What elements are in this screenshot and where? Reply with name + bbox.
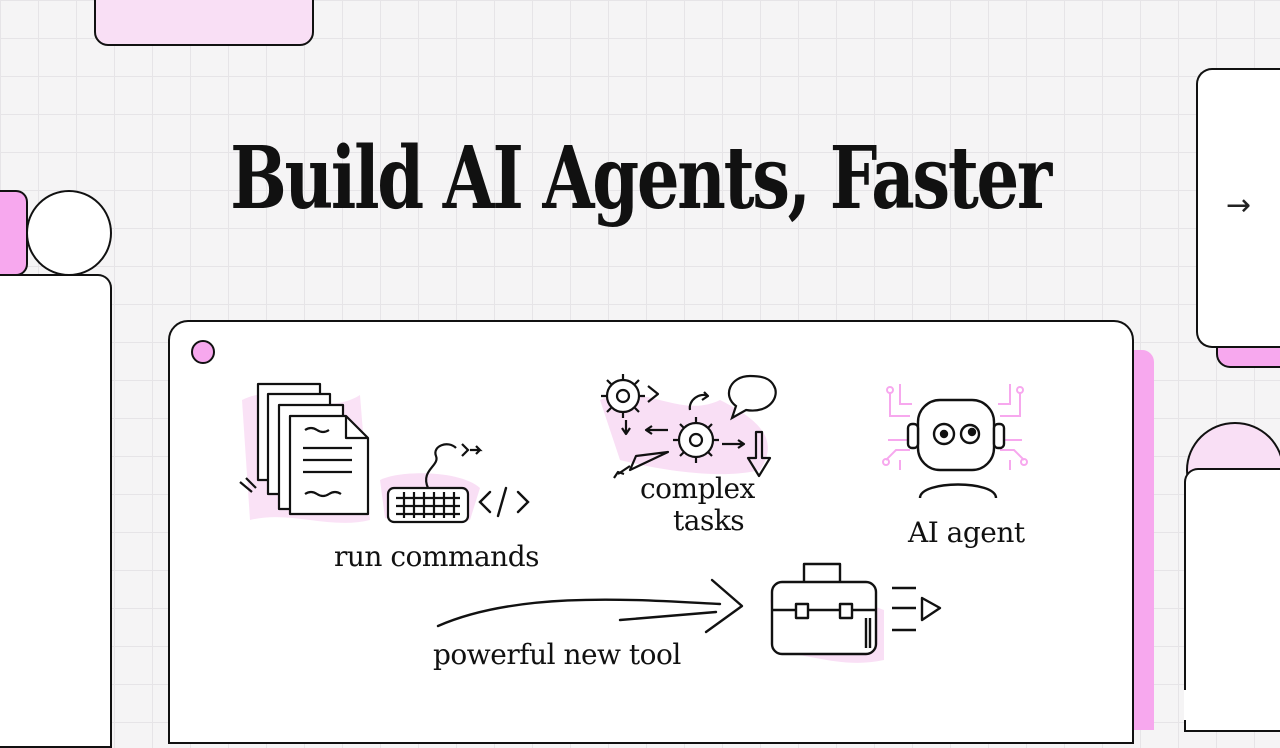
documents-icon: [239, 382, 370, 523]
card-pink-dot: [191, 340, 215, 364]
page-title: Build AI Agents, Faster: [230, 128, 1052, 229]
gears-icon: [600, 374, 772, 479]
left-circle: [26, 190, 112, 276]
label-ai-agent: AI agent: [908, 516, 1025, 549]
illustrations: [239, 374, 1028, 663]
label-run-commands: run commands: [334, 540, 540, 573]
keyboard-icon: [380, 443, 483, 524]
long-arrow-icon: [436, 578, 744, 634]
next-arrow-icon[interactable]: →: [1226, 188, 1252, 223]
right-panel: [1196, 68, 1280, 348]
label-complex: complex: [640, 472, 755, 505]
robot-icon: [882, 384, 1028, 499]
left-panel: [0, 274, 112, 748]
toolbox-icon: [770, 562, 942, 663]
code-brackets-icon: [478, 486, 530, 518]
top-pink-tab: [94, 0, 314, 46]
label-powerful-new-tool: powerful new tool: [433, 638, 681, 671]
speech-bubble-icon: [727, 374, 777, 421]
left-pink-strip: [0, 190, 28, 276]
main-card: [168, 320, 1134, 744]
label-tasks: tasks: [673, 504, 745, 537]
bottom-right-corner: [1184, 690, 1280, 720]
